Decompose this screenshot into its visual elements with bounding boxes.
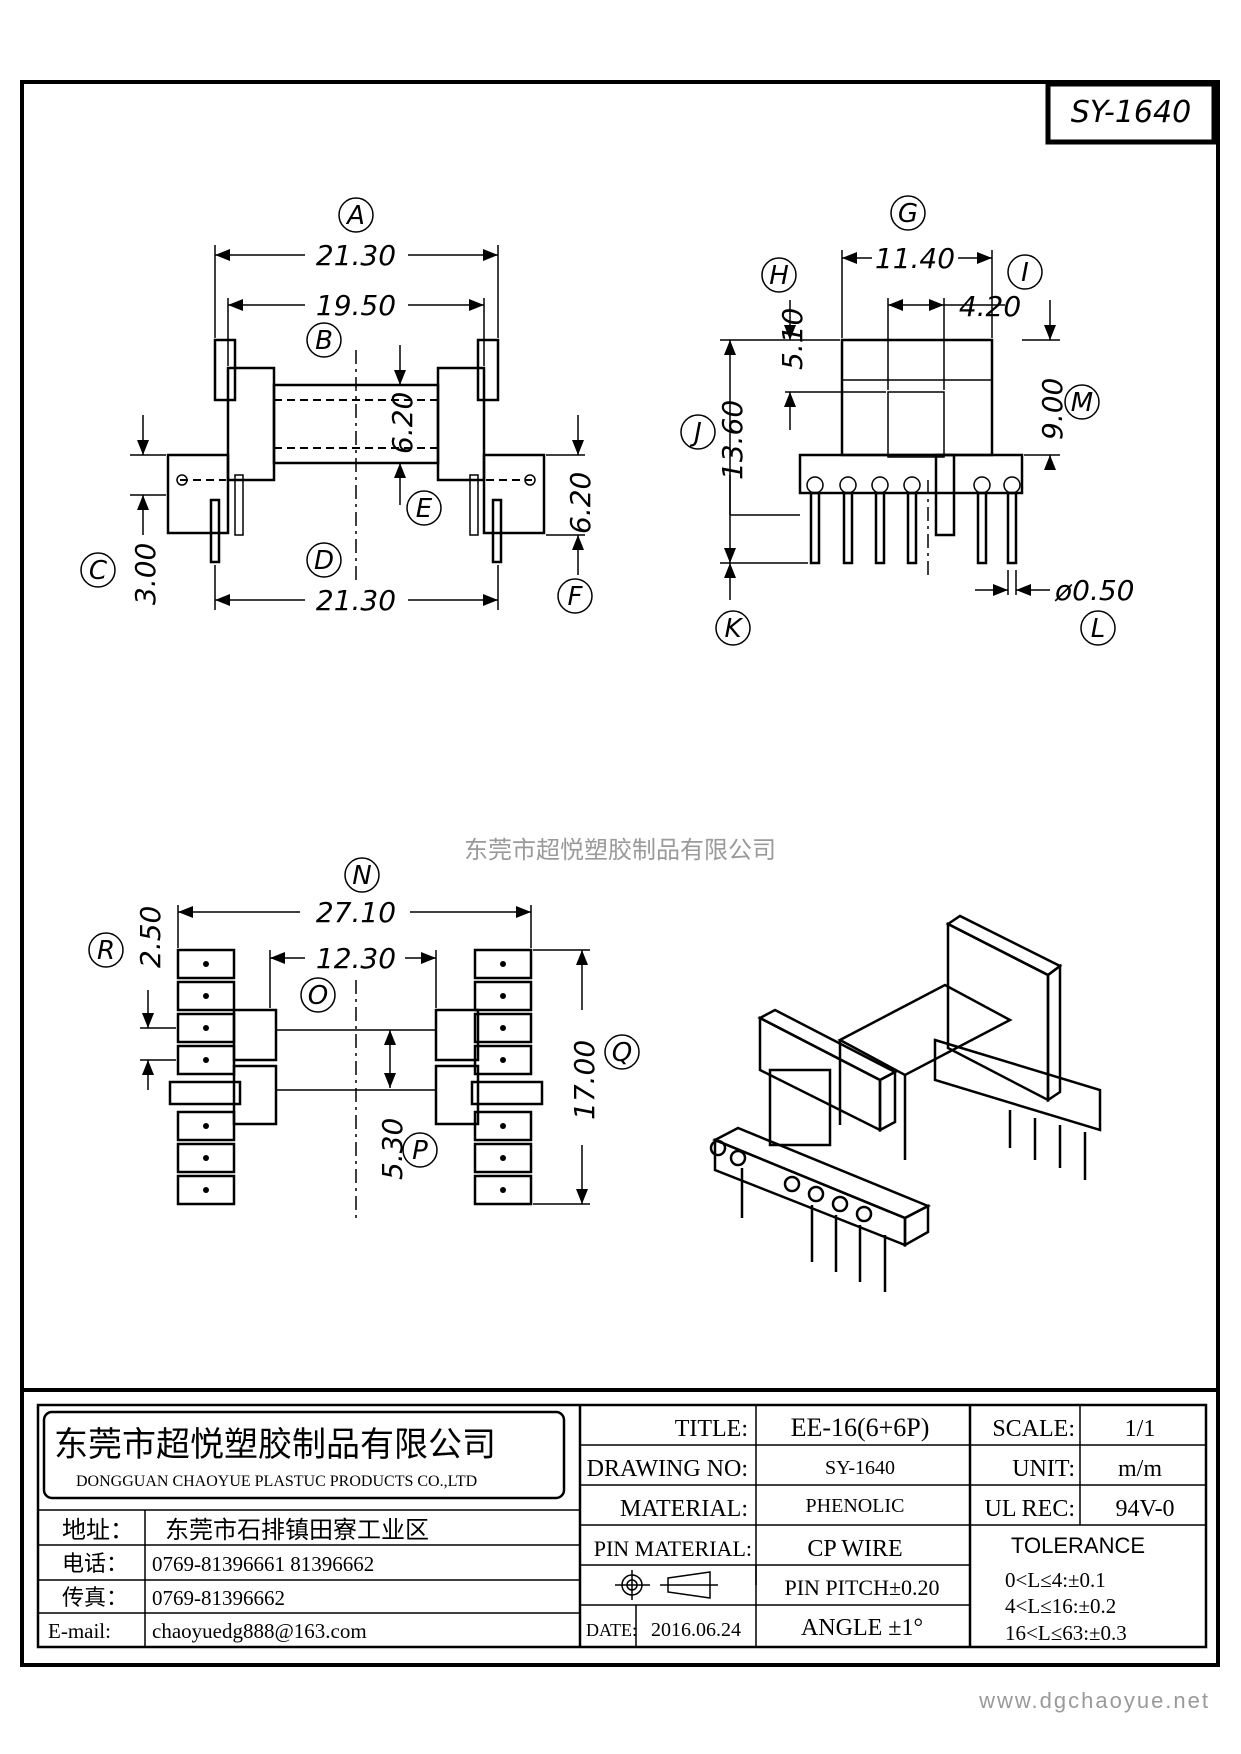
svg-text:G: G bbox=[898, 199, 918, 229]
callout-n: N bbox=[344, 857, 380, 893]
callout-d: D bbox=[306, 542, 342, 578]
bottom-view: 27.10 12.30 2.50 5.30 17.00 bbox=[134, 896, 601, 1220]
company-fax: 0769-81396662 bbox=[152, 1586, 285, 1610]
callout-o: O bbox=[300, 977, 336, 1013]
svg-text:N: N bbox=[352, 861, 371, 891]
svg-text:地址：: 地址： bbox=[62, 1516, 134, 1544]
callout-q: Q bbox=[604, 1034, 640, 1070]
spec-pin-material: CP WIRE bbox=[807, 1536, 902, 1562]
company-name-frame bbox=[42, 1410, 566, 1500]
svg-text:27.10: 27.10 bbox=[316, 896, 396, 929]
callout-b: B bbox=[306, 322, 342, 358]
svg-text:F: F bbox=[568, 582, 584, 612]
svg-text:A: A bbox=[345, 201, 365, 231]
callout-h: H bbox=[761, 257, 797, 293]
svg-text:21.30: 21.30 bbox=[316, 584, 396, 617]
spec-pin-pitch: PIN PITCH±0.20 bbox=[784, 1575, 939, 1600]
svg-text:K: K bbox=[724, 614, 743, 644]
drawing-number: SY-1640 bbox=[1071, 95, 1191, 130]
drawing-border bbox=[20, 80, 1220, 1667]
callout-m: M bbox=[1064, 384, 1100, 420]
callout-f: F bbox=[557, 578, 593, 614]
spec-title: EE-16(6+6P) bbox=[791, 1413, 930, 1442]
svg-text:19.50: 19.50 bbox=[316, 289, 396, 322]
svg-text:Q: Q bbox=[612, 1038, 632, 1068]
spec-material: PHENOLIC bbox=[806, 1495, 905, 1517]
title-block: 东莞市超悦塑胶制品有限公司 DONGGUAN CHAOYUE PLASTUC P… bbox=[22, 1388, 1218, 1649]
company-name-cn: 东莞市超悦塑胶制品有限公司 bbox=[54, 1425, 496, 1465]
tolerance-row: 0<L≤4:±0.1 bbox=[1005, 1568, 1106, 1592]
company-email: chaoyuedg888@163.com bbox=[152, 1619, 367, 1643]
svg-text:I: I bbox=[1021, 258, 1029, 288]
footer-url: www.dgchaoyue.net bbox=[978, 1688, 1210, 1713]
svg-text:MATERIAL:: MATERIAL: bbox=[620, 1496, 748, 1522]
svg-text:5.30: 5.30 bbox=[376, 1118, 409, 1180]
svg-text:4.20: 4.20 bbox=[959, 290, 1021, 323]
svg-text:O: O bbox=[308, 981, 328, 1011]
watermark: 东莞市超悦塑胶制品有限公司 bbox=[464, 836, 776, 864]
projection-symbol bbox=[615, 1570, 718, 1600]
spec-angle: ANGLE ±1° bbox=[801, 1615, 923, 1641]
svg-text:L: L bbox=[1091, 614, 1106, 644]
svg-text:UL REC:: UL REC: bbox=[985, 1496, 1075, 1522]
callout-e: E bbox=[406, 490, 442, 526]
svg-text:P: P bbox=[412, 1136, 428, 1166]
callout-g: G bbox=[890, 195, 926, 231]
spec-ul: 94V-0 bbox=[1115, 1496, 1174, 1522]
svg-text:2.50: 2.50 bbox=[134, 906, 167, 968]
svg-text:DRAWING NO:: DRAWING NO: bbox=[587, 1456, 748, 1482]
svg-text:传真：: 传真： bbox=[62, 1586, 128, 1611]
svg-text:5.10: 5.10 bbox=[776, 308, 809, 370]
spec-drawing-no: SY-1640 bbox=[825, 1457, 895, 1479]
svg-text:H: H bbox=[769, 261, 789, 291]
callout-j: J bbox=[680, 414, 716, 450]
side-view: 11.40 4.20 5.10 13.60 9.00 ø0.50 bbox=[716, 242, 1134, 607]
svg-text:11.40: 11.40 bbox=[875, 242, 955, 275]
callout-k: K bbox=[715, 610, 751, 646]
spec-scale: 1/1 bbox=[1125, 1416, 1156, 1442]
svg-text:SCALE:: SCALE: bbox=[992, 1416, 1075, 1442]
spec-date: 2016.06.24 bbox=[651, 1619, 741, 1641]
svg-text:17.00: 17.00 bbox=[568, 1040, 601, 1120]
callout-i: I bbox=[1007, 254, 1043, 290]
callout-r: R bbox=[88, 932, 124, 968]
svg-text:6.20: 6.20 bbox=[564, 472, 597, 534]
drawing-number-box: SY-1640 bbox=[1045, 81, 1217, 145]
spec-unit: m/m bbox=[1118, 1456, 1162, 1482]
svg-text:C: C bbox=[89, 556, 108, 586]
svg-text:PIN MATERIAL:: PIN MATERIAL: bbox=[594, 1536, 752, 1561]
tolerance-row: 4<L≤16:±0.2 bbox=[1005, 1594, 1116, 1618]
svg-text:DATE:: DATE: bbox=[586, 1620, 637, 1640]
svg-text:12.30: 12.30 bbox=[316, 942, 396, 975]
company-address: 东莞市石排镇田寮工业区 bbox=[165, 1516, 429, 1544]
svg-text:M: M bbox=[1071, 388, 1093, 418]
callout-p: P bbox=[402, 1132, 438, 1168]
svg-text:3.00: 3.00 bbox=[129, 543, 162, 605]
svg-text:E-mail:: E-mail: bbox=[48, 1619, 111, 1643]
svg-text:21.30: 21.30 bbox=[316, 239, 396, 272]
callout-a: A bbox=[338, 197, 374, 233]
svg-text:R: R bbox=[97, 936, 115, 966]
svg-text:B: B bbox=[315, 326, 333, 356]
svg-text:6.20: 6.20 bbox=[386, 392, 419, 454]
callout-c: C bbox=[80, 552, 116, 588]
company-name-en: DONGGUAN CHAOYUE PLASTUC PRODUCTS CO.,LT… bbox=[76, 1473, 477, 1490]
svg-text:电话：: 电话： bbox=[62, 1552, 128, 1577]
svg-text:9.00: 9.00 bbox=[1036, 378, 1069, 440]
svg-text:TITLE:: TITLE: bbox=[675, 1416, 748, 1442]
tolerance-row: 16<L≤63:±0.3 bbox=[1005, 1621, 1127, 1645]
callouts: A B C D E F G H I J K L M N O P Q R bbox=[80, 195, 1116, 1168]
svg-text:D: D bbox=[314, 546, 334, 576]
svg-text:E: E bbox=[416, 494, 433, 524]
top-view: 21.30 19.50 6.20 21.30 3.00 6.20 bbox=[129, 239, 597, 617]
tolerance-label: TOLERANCE bbox=[1011, 1533, 1145, 1558]
svg-text:J: J bbox=[689, 418, 702, 448]
svg-text:UNIT:: UNIT: bbox=[1012, 1456, 1075, 1482]
callout-l: L bbox=[1080, 610, 1116, 646]
company-phone: 0769-81396661 81396662 bbox=[152, 1552, 374, 1576]
svg-text:13.60: 13.60 bbox=[716, 400, 749, 480]
isometric-view bbox=[709, 914, 1102, 1292]
svg-text:ø0.50: ø0.50 bbox=[1054, 574, 1134, 607]
